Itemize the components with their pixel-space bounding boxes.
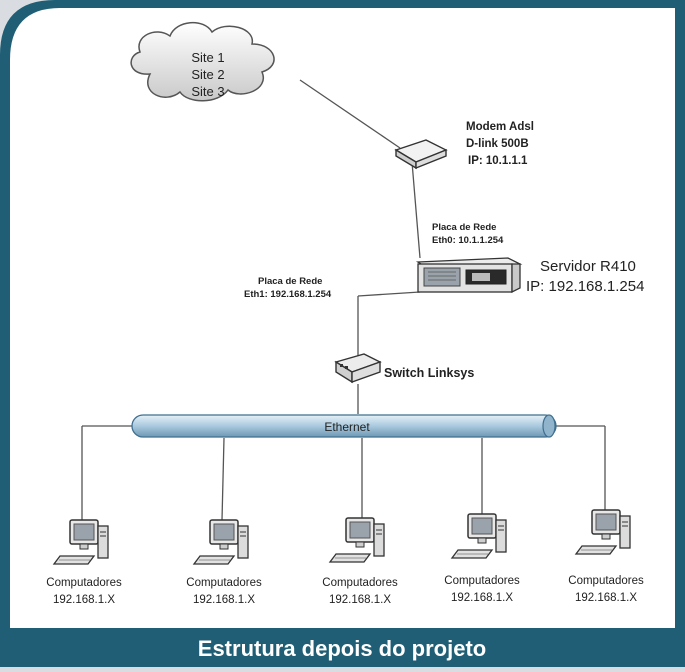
diagram-panel	[10, 8, 675, 628]
nic-eth0-label: Placa de Rede Eth0: 10.1.1.254	[432, 222, 504, 246]
nic-eth1-ip: Eth1: 192.168.1.254	[244, 289, 332, 300]
nic-eth1-title: Placa de Rede	[258, 276, 322, 287]
computer-label: Computadores	[444, 575, 520, 587]
computer-label: Computadores	[322, 577, 398, 589]
modem-title: Modem Adsl	[466, 121, 534, 133]
computer-label: Computadores	[186, 577, 262, 589]
modem-icon	[394, 139, 448, 170]
server-name: Servidor R410	[540, 258, 636, 275]
computer-ip: 192.168.1.X	[53, 594, 115, 606]
nic-eth0-ip: Eth0: 10.1.1.254	[432, 235, 504, 246]
computer-4: Computadores 192.168.1.X	[444, 513, 520, 604]
modem-model: D-link 500B	[466, 138, 529, 150]
computer-5: Computadores 192.168.1.X	[568, 509, 644, 604]
connection-lines	[81, 79, 606, 521]
switch-icon	[334, 353, 382, 384]
server-icon	[415, 257, 523, 294]
computer-2: Computadores 192.168.1.X	[186, 519, 262, 606]
switch-label: Switch Linksys	[384, 366, 474, 380]
cloud-sites: Site 1 Site 2 Site 3	[191, 50, 224, 99]
modem-label: Modem Adsl D-link 500B IP: 10.1.1.1	[466, 121, 534, 167]
nic-eth1-label: Placa de Rede Eth1: 192.168.1.254	[244, 276, 332, 300]
nic-eth0-title: Placa de Rede	[432, 222, 496, 233]
ethernet-bus	[131, 414, 557, 438]
computer-3: Computadores 192.168.1.X	[322, 517, 398, 606]
server-ip: IP: 192.168.1.254	[526, 278, 644, 295]
cloud-site-2: Site 2	[191, 67, 224, 82]
computer-label: Computadores	[46, 577, 122, 589]
internet-cloud-icon	[130, 22, 275, 102]
computer-ip: 192.168.1.X	[575, 592, 637, 604]
computer-ip: 192.168.1.X	[193, 594, 255, 606]
cloud-site-3: Site 3	[191, 84, 224, 99]
ethernet-label: Ethernet	[324, 420, 370, 434]
cloud-site-1: Site 1	[191, 50, 224, 65]
modem-ip: IP: 10.1.1.1	[468, 155, 528, 167]
computer-ip: 192.168.1.X	[451, 592, 513, 604]
computer-1: Computadores 192.168.1.X	[46, 519, 122, 606]
computer-label: Computadores	[568, 575, 644, 587]
diagram-caption: Estrutura depois do projeto	[198, 636, 486, 661]
server-label: Servidor R410 IP: 192.168.1.254	[526, 258, 644, 295]
computer-ip: 192.168.1.X	[329, 594, 391, 606]
